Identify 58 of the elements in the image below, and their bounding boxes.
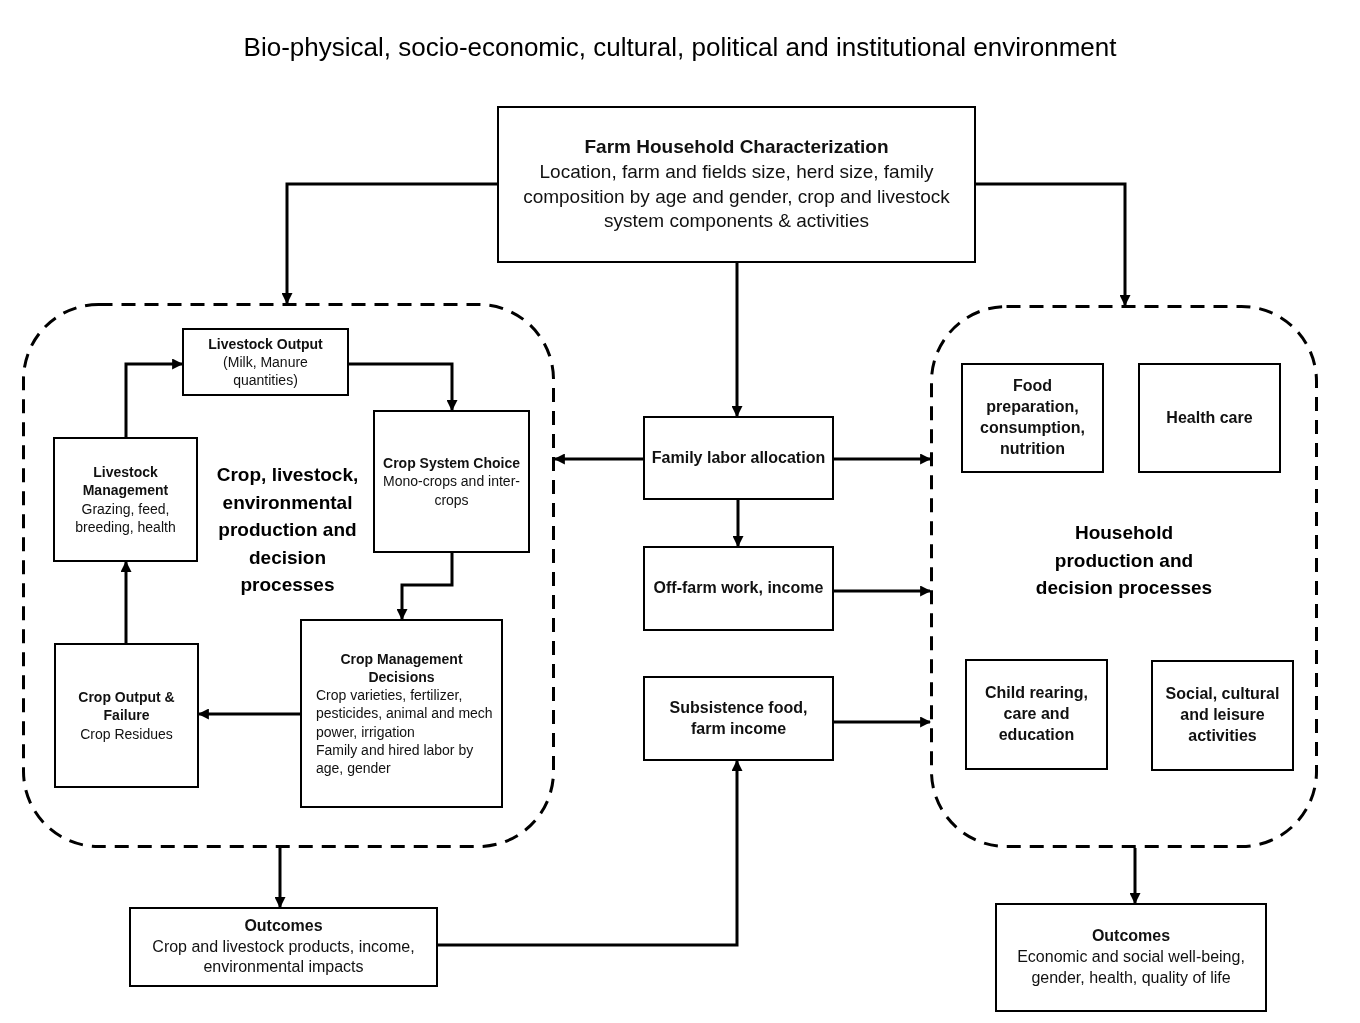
process-box — [965, 659, 1108, 770]
process-box — [643, 416, 834, 500]
box-heading: Social, cultural and leisure activities — [1164, 684, 1281, 746]
box-heading: Health care — [1166, 407, 1253, 428]
arrow — [124, 358, 184, 437]
arrow — [274, 848, 286, 909]
box-heading: Food preparation, consumption, nutrition — [979, 376, 1086, 459]
arrow — [732, 500, 744, 548]
process-box — [643, 546, 834, 631]
box-text: Family and hired labor by age, gender — [315, 740, 475, 778]
group-title: Crop, livestock, environmental production and decision processes — [215, 463, 360, 598]
box-heading: Crop System Choice — [383, 454, 520, 473]
box-text: Mono-crops and inter-crops — [382, 472, 521, 509]
box-text: Economic and social well-being, gender, health, quality of life — [1016, 947, 1246, 988]
diagram-title: Bio-physical, socio-economic, cultural, political and institutional environment — [242, 32, 1118, 63]
process-box — [300, 619, 503, 808]
box-text: Crop and livestock products, income, environmental impacts — [151, 936, 416, 978]
box-heading: Livestock Output — [208, 334, 323, 353]
arrow — [834, 453, 932, 465]
box-heading: Livestock Management — [81, 463, 170, 500]
process-box — [995, 903, 1267, 1012]
box-heading: Off-farm work, income — [653, 578, 824, 599]
group-title: Household production and decision processes — [1034, 521, 1214, 601]
box-heading: Farm Household Characterization — [584, 135, 889, 160]
process-box — [129, 907, 438, 987]
box-heading: Subsistence food, farm income — [668, 697, 809, 739]
arrow — [120, 560, 132, 643]
box-text: Location, farm and fields size, herd size, family composition by age and gender, crop and livestock system components & activities — [522, 159, 951, 234]
box-heading: Crop Output & Failure — [77, 688, 176, 725]
process-box — [53, 437, 198, 562]
process-box — [961, 363, 1104, 473]
box-text: Crop varieties, fertilizer, pesticides, animal and mech power, irrigation — [315, 686, 494, 741]
arrow — [438, 759, 743, 947]
process-box — [1138, 363, 1281, 473]
box-text: Crop Residues — [80, 724, 173, 743]
arrow — [553, 453, 643, 465]
arrow — [834, 716, 932, 728]
arrow — [731, 263, 743, 418]
arrow — [281, 182, 497, 305]
arrow — [1129, 848, 1141, 905]
box-heading: Child rearing, care and education — [983, 683, 1090, 745]
process-box — [643, 676, 834, 761]
process-box — [1151, 660, 1294, 771]
process-box — [182, 328, 349, 396]
arrow — [197, 708, 300, 720]
box-text: Grazing, feed, breeding, health — [74, 499, 177, 536]
arrow — [349, 362, 458, 412]
box-heading: Crop Management Decisions — [339, 649, 464, 687]
arrow — [976, 182, 1131, 307]
box-heading: Outcomes — [244, 915, 323, 936]
box-heading: Outcomes — [1091, 926, 1171, 947]
process-box — [497, 106, 976, 263]
arrow — [396, 553, 454, 621]
arrow — [834, 585, 932, 597]
box-text: (Milk, Manure quantities) — [222, 352, 309, 390]
process-box — [54, 643, 199, 788]
process-box — [373, 410, 530, 553]
box-heading: Family labor allocation — [651, 447, 826, 468]
